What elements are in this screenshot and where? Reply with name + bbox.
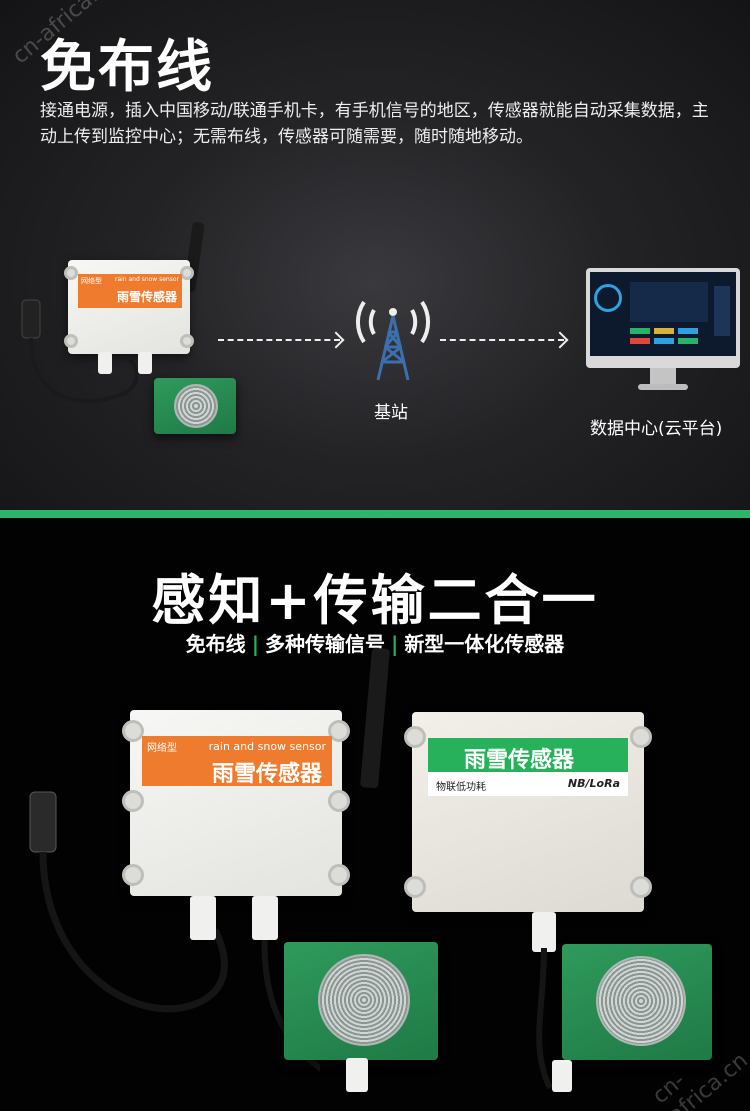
feature-item: 新型一体化传感器 — [404, 632, 565, 656]
sensor-box-large: 网络型 rain and snow sensor 雨雪传感器 — [122, 710, 350, 896]
wireless-section: 免布线 接通电源，插入中国移动/联通手机卡，有手机信号的地区，传感器就能自动采集… — [0, 0, 750, 512]
device-english-name: rain and snow sensor — [208, 740, 326, 753]
section-divider — [0, 510, 750, 518]
protocol-text: NB/LoRa — [567, 777, 620, 790]
device-type-text: 网络型 — [81, 277, 102, 285]
rain-sensor-plate — [284, 942, 438, 1060]
section-title-integration: 感知+传输二合一 — [151, 569, 599, 632]
feature-item: 多种传输信号 — [265, 632, 385, 656]
base-station-icon — [356, 300, 430, 381]
device-chinese-name: 雨雪传感器 — [116, 290, 177, 304]
device-label-green: 雨雪传感器 物联低功耗 NB/LoRa — [428, 738, 628, 796]
feature-item: 免布线 — [185, 632, 246, 656]
device-chinese-name: 雨雪传感器 — [464, 748, 575, 773]
data-center-label: 数据中心(云平台) — [590, 419, 723, 439]
arrow-to-data-center — [440, 339, 564, 341]
sensor-box-small: 网络型 rain and snow sensor 雨雪传感器 — [64, 260, 194, 354]
device-type-text: 网络型 — [147, 743, 177, 754]
sensor-cable-icon — [536, 948, 553, 1090]
device-subtitle: 物联低功耗 — [436, 782, 486, 793]
section-title-wireless: 免布线 — [40, 35, 214, 100]
section-description: 接通电源，插入中国移动/联通手机卡，有手机信号的地区，传感器就能自动采集数据，主… — [40, 101, 709, 147]
base-station-label: 基站 — [374, 403, 408, 423]
sensing-disc-icon — [318, 954, 410, 1046]
power-cable-icon — [21, 299, 139, 404]
device-label: 网络型 rain and snow sensor 雨雪传感器 — [142, 736, 332, 787]
rain-sensor-plate — [154, 378, 236, 434]
antenna-icon — [359, 647, 391, 789]
sensing-disc-icon — [174, 384, 218, 428]
integration-section: 感知+传输二合一 免布线|多种传输信号|新型一体化传感器 网络型 rain an… — [0, 518, 750, 1111]
data-center-monitor-icon — [586, 268, 740, 394]
sensor-box-nb: 雨雪传感器 物联低功耗 NB/LoRa — [404, 712, 652, 912]
device-chinese-name: 雨雪传感器 — [211, 762, 322, 787]
arrow-to-base-station — [218, 339, 340, 341]
device-label: 网络型 rain and snow sensor 雨雪传感器 — [78, 274, 182, 308]
sensing-disc-icon — [596, 956, 686, 1046]
rain-sensor-plate — [562, 944, 712, 1060]
feature-list: 免布线|多种传输信号|新型一体化传感器 — [185, 632, 565, 656]
device-english-name: rain and snow sensor — [114, 276, 179, 283]
